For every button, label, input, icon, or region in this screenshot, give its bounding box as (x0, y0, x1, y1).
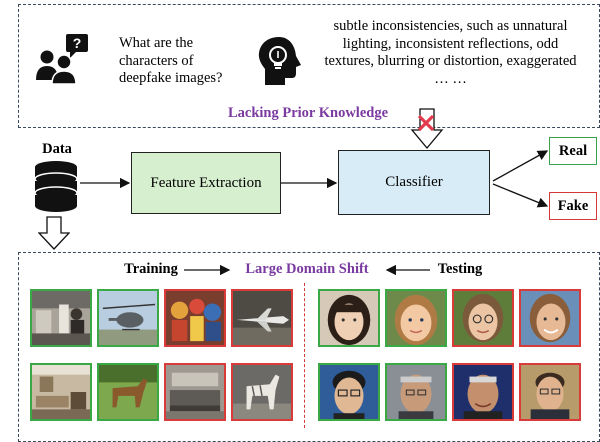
test-face-girl-2 (385, 289, 447, 347)
test-face-woman-glasses (452, 289, 514, 347)
blocked-down-arrow-icon (410, 108, 444, 150)
answer-text: subtle inconsistencies, such as unnatura… (324, 18, 577, 87)
data-label: Data (42, 141, 72, 157)
test-face-man-old (385, 363, 447, 421)
train-img-lab (30, 289, 92, 347)
feature-extraction-box: Feature Extraction (131, 152, 281, 214)
train-test-divider (304, 283, 305, 428)
database-icon (34, 161, 78, 212)
pipeline-arrows (80, 150, 549, 276)
lacking-prior-knowledge-caption: Lacking Prior Knowledge (227, 105, 389, 121)
real-label: Real (549, 137, 597, 165)
train-img-figures (164, 289, 226, 347)
training-label: Training (124, 261, 178, 277)
large-domain-shift-label: Large Domain Shift (245, 261, 369, 277)
testing-label: Testing (437, 261, 483, 277)
head-lightbulb-icon (258, 37, 301, 85)
test-face-woman-smile (519, 289, 581, 347)
svg-text:?: ? (73, 35, 82, 51)
train-img-helicopter (97, 289, 159, 347)
test-face-man-glasses (318, 363, 380, 421)
test-face-man-speaker (452, 363, 514, 421)
train-img-living-room (30, 363, 92, 421)
train-img-zebra-horse (231, 363, 293, 421)
train-img-horse (97, 363, 159, 421)
fake-label: Fake (549, 192, 597, 220)
user-question-icon: ? (36, 34, 88, 84)
test-face-man-suit (519, 363, 581, 421)
train-img-airplane (231, 289, 293, 347)
classifier-box: Classifier (338, 150, 490, 215)
question-text: What are the characters of deepfake imag… (119, 35, 223, 86)
train-img-sofa (164, 363, 226, 421)
test-face-girl-1 (318, 289, 380, 347)
data-down-arrow-icon (38, 216, 70, 250)
